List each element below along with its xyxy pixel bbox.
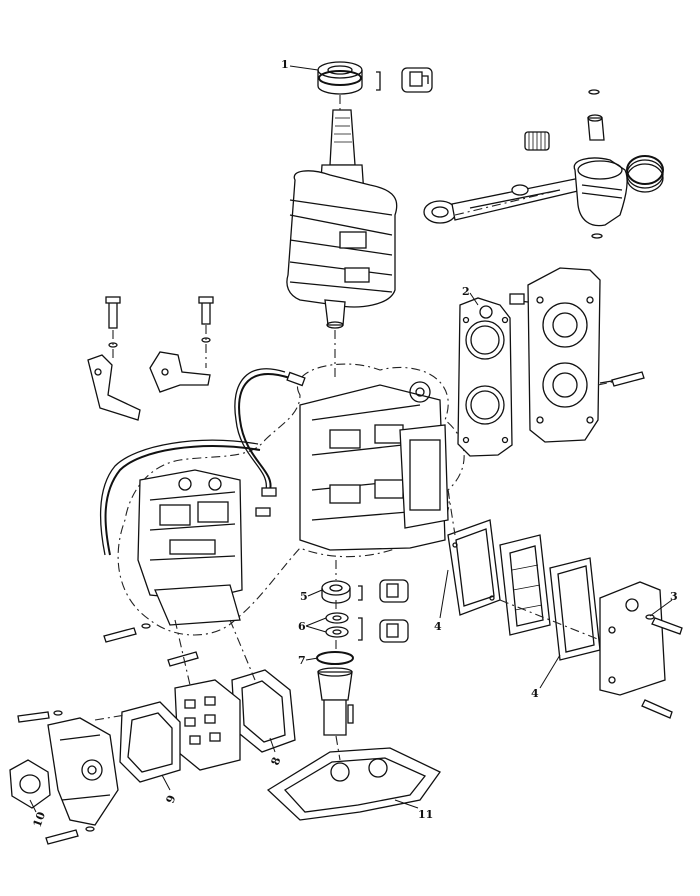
callout-4-lower: 4 [531,687,539,700]
callout-5: 5 [300,590,308,603]
assembly-guide-lines [94,95,613,761]
pin-clip [588,89,603,239]
cylinder-block [299,381,449,551]
carburetor-assembly [137,469,243,626]
callout-7: 7 [298,654,306,667]
callout-11: 11 [418,808,433,821]
repair-kit-icon [358,617,409,643]
repair-kit-icon [376,67,433,93]
callout-2: 2 [462,285,470,298]
callout-9: 9 [164,793,179,805]
piston-rings [626,155,664,193]
callout-10: 10 [31,810,49,829]
piston [573,157,628,227]
manifold-bolt-top [17,710,63,723]
gasket-9 [119,701,181,783]
fuel-hose [99,368,306,556]
assembly-boundary [117,363,465,636]
block-bolt-a [103,623,151,643]
intake-manifold [47,717,119,826]
cover-bolt-lower [641,699,673,719]
gasket-8 [231,669,296,753]
connecting-rod [423,177,583,224]
bracket-left [87,354,141,421]
callout-3: 3 [670,590,678,603]
bracket-right [149,351,211,393]
intake-cover [599,581,666,696]
oil-seal-top [317,61,363,95]
head-gasket [457,297,513,457]
manifold-bolt-bottom [45,826,95,845]
drive-shaft-housing [317,667,354,736]
intake-gasket-b [549,557,601,661]
base-gasket-11 [266,747,441,821]
block-bolt-b [167,651,199,667]
bolt-bracket-left [105,296,121,348]
callout-4-upper: 4 [434,620,442,633]
head-bolt [599,371,645,387]
needle-bearing [524,131,550,151]
seal-5 [321,580,351,604]
piston-pin [587,114,605,141]
callout-1: 1 [281,58,289,71]
repair-kit-icon [358,579,409,603]
oring-7 [316,651,354,665]
callout-6: 6 [298,620,306,633]
reed-block [174,679,241,771]
reed-plate [499,534,551,636]
flange-10 [9,759,51,809]
bolt-bracket-right [198,296,214,343]
seal-6 [325,612,349,638]
cover-bolt [645,614,683,635]
cylinder-head [509,267,601,443]
callout-8: 8 [269,755,284,767]
callout-leaders [29,65,673,813]
crankshaft [286,109,398,329]
intake-gasket-a [447,519,501,616]
